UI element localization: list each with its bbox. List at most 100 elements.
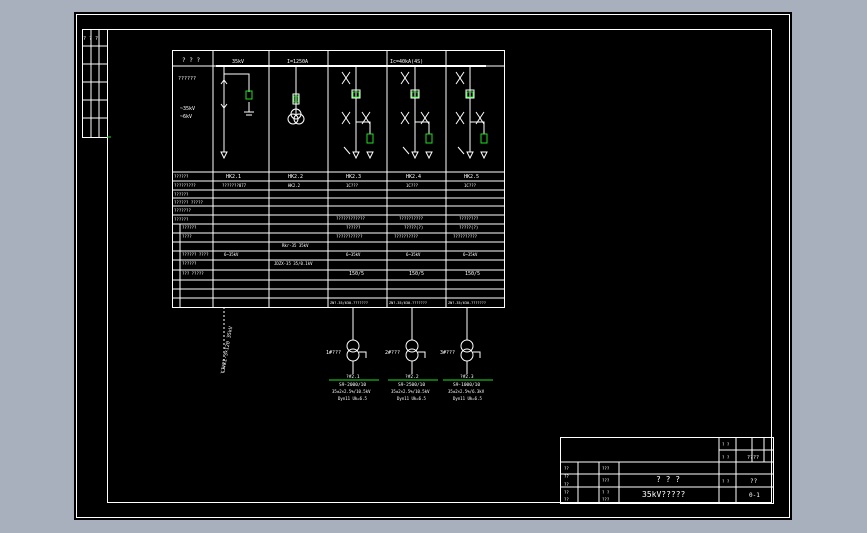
cell-f-2: JDZX-35 35/0.1kV	[274, 261, 313, 266]
transformer-3-symbol	[460, 307, 481, 374]
panel-4-model: 1C???	[406, 183, 419, 188]
cell-e-1: 6~35kV	[224, 252, 239, 257]
left-label-4: ??????	[182, 261, 197, 266]
transformer-3-name: ?#2.3	[460, 374, 474, 380]
cell-e-5: 6~35kV	[463, 252, 478, 257]
transformer-1-ratio: 35±2×2.5%/10.5kV	[332, 389, 371, 394]
panel-2-model: HK2.2	[288, 183, 301, 188]
cell-b-5: ?????(?)	[459, 225, 478, 230]
transformer-1-spec: S9-2000/10	[339, 382, 366, 388]
transformer-1-vector: Dyn11 Uk=6.5	[338, 396, 367, 401]
panel-2-scheme	[287, 66, 305, 125]
panel-5-model: 1C???	[464, 183, 477, 188]
tb-mid-1: ???	[602, 466, 610, 471]
pt-fuse-1	[245, 90, 253, 100]
panel-3-id: HK2.3	[346, 174, 361, 180]
single-line-diagram: ? ? ? ? ? ? 35kV I=1250A Ic=40kA(4S) ???…	[76, 14, 790, 518]
panel-5-scheme	[455, 66, 488, 160]
transformer-3-spec: S9-1000/10	[453, 382, 480, 388]
row-label-4: ?????? ?????	[174, 200, 203, 205]
title-block	[560, 437, 774, 504]
cell-b-3: ??????	[346, 225, 361, 230]
tb-left-3: ??	[564, 482, 569, 487]
left-label-5: ??? ?????	[182, 271, 204, 276]
transformer-1-name: ?#2.1	[346, 374, 360, 380]
stamp-block	[82, 29, 108, 138]
cable-label: YJV22-3×120 35kV	[220, 326, 234, 374]
arrester-5	[480, 133, 488, 144]
transformer-3-tag: 3#???	[440, 350, 455, 356]
panel-table	[172, 50, 505, 308]
bus-label-2: I=1250A	[287, 59, 308, 65]
drawing-subtitle: 35kV?????	[642, 490, 686, 499]
cell-a-5: ????????	[459, 216, 479, 221]
drawing-sheet: ? ? ? ? ? ? 35kV I=1250A Ic=40kA(4S) ???…	[74, 12, 792, 520]
breaker-3	[352, 91, 360, 98]
arrester-3	[366, 133, 374, 144]
tb-mid-3: ? ?	[602, 490, 610, 495]
tb-small-1: ? ?	[722, 442, 730, 447]
cell-a-4: ??????????	[399, 216, 424, 221]
sheet-number: 0-1	[749, 492, 760, 499]
row-label-3: ??????	[174, 192, 189, 197]
panel-1-model: ???????877	[222, 183, 247, 188]
transformer-2-vector: Dyn11 Uk=6.5	[397, 396, 426, 401]
panel-2-id: HK2.2	[288, 174, 303, 180]
cell-e-4: 6~35kV	[406, 252, 421, 257]
header-title: ? ? ?	[182, 57, 200, 64]
cell-h-4: ZN?-35/630-???????	[389, 301, 427, 305]
drawing-name: ? ? ?	[656, 475, 680, 484]
row-label-6: ??????	[174, 217, 189, 222]
row-label-2: ?????????	[174, 183, 196, 188]
cell-d-2: Rkr-35 35kV	[282, 243, 309, 248]
transformer-2-spec: S9-2500/10	[398, 382, 425, 388]
tb-left-2: ??	[564, 474, 569, 479]
voltage-label-35: ~35kV	[180, 106, 195, 112]
transformer-1-symbol	[346, 307, 367, 374]
cell-c-5: ??????????	[453, 234, 478, 239]
row-label-5: ???????	[174, 208, 191, 213]
cell-g-5: 150/5	[465, 271, 480, 277]
transformer-3-vector: Dyn11 Uk=6.5	[453, 396, 482, 401]
cell-g-4: 150/5	[409, 271, 424, 277]
voltage-label-6: ~6kV	[180, 114, 192, 120]
panel-1-scheme	[220, 66, 254, 160]
breaker-4	[411, 91, 419, 98]
arrester-4	[425, 133, 433, 144]
bus-label-1: 35kV	[232, 59, 244, 65]
row-label-1: ??????	[174, 174, 189, 179]
transformer-1-tag: 1#???	[326, 350, 341, 356]
transformer-2-name: ?#2.2	[405, 374, 419, 380]
breaker-5	[466, 91, 474, 98]
transformer-2-symbol	[405, 307, 426, 374]
tb-left-1: ??	[564, 466, 569, 471]
transformer-2-tag: 2#???	[385, 350, 400, 356]
cell-h-5: ZN?-35/630-???????	[448, 301, 486, 305]
panel-4-id: HK2.4	[406, 174, 421, 180]
tb-mid-2: ???	[602, 478, 610, 483]
tb-left-5: ??	[564, 497, 569, 502]
title-code-1: ????	[747, 455, 759, 461]
tb-small-3: ? ?	[722, 479, 730, 484]
tb-mid-4: ???	[602, 497, 610, 502]
title-code-2: ??	[750, 478, 758, 485]
tb-small-2: ? ?	[722, 455, 730, 460]
panel-4-scheme	[400, 66, 433, 160]
left-label-2: ????	[182, 234, 192, 239]
bus-label-3: Ic=40kA(4S)	[390, 59, 423, 65]
pt-fuse-2	[293, 95, 299, 103]
panel-3-scheme	[341, 66, 374, 160]
tb-left-4: ??	[564, 490, 569, 495]
row-header-scheme: ??????	[178, 76, 196, 82]
cell-c-4: ??????????	[394, 234, 419, 239]
cell-g-3: 150/5	[349, 271, 364, 277]
inner-frame	[107, 29, 772, 503]
panel-1-id: HK2.1	[226, 174, 241, 180]
cell-e-3: 6~35kV	[346, 252, 361, 257]
transformer-2-ratio: 35±2×2.5%/10.5kV	[391, 389, 430, 394]
transformer-3-ratio: 35±2×2.5%/6.3kV	[448, 389, 485, 394]
panel-5-id: HK2.5	[464, 174, 479, 180]
left-label-3: ?????? ????	[182, 252, 209, 257]
cell-a-3: ????????????	[336, 216, 365, 221]
stamp-label: ? ? ?	[83, 36, 98, 42]
